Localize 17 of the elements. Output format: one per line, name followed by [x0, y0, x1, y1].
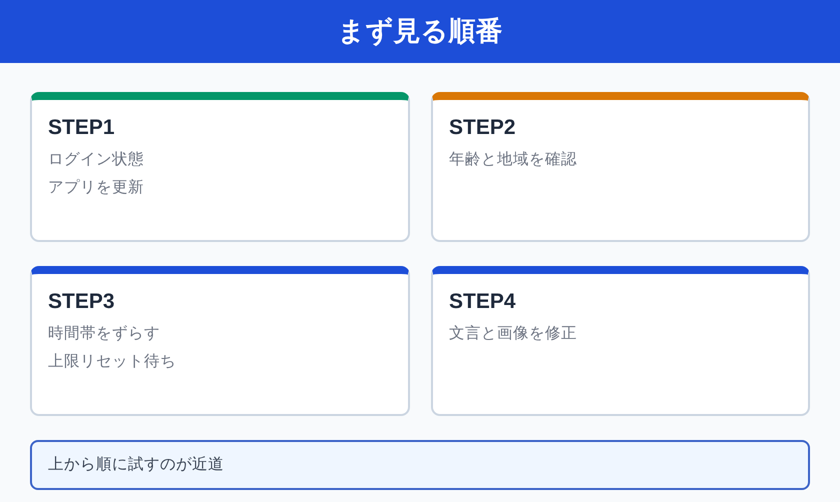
step-heading: STEP1	[48, 115, 115, 141]
note-box	[30, 440, 810, 490]
step-heading: STEP2	[449, 115, 516, 141]
step-text: 年齢と地域を確認	[449, 150, 577, 170]
step-heading: STEP3	[48, 289, 115, 315]
step-card	[30, 92, 410, 242]
step-heading: STEP4	[449, 289, 516, 315]
step-text: 上限リセット待ち	[48, 352, 176, 372]
step-card	[431, 266, 810, 416]
step-text: 時間帯をずらす	[48, 324, 160, 344]
step-text: ログイン状態	[48, 150, 144, 170]
step-card	[431, 92, 810, 242]
step-card	[30, 266, 410, 416]
page-title: まず見る順番	[0, 0, 840, 63]
note-text: 上から順に試すのが近道	[48, 455, 224, 475]
step-text: アプリを更新	[48, 178, 144, 198]
step-text: 文言と画像を修正	[449, 324, 577, 344]
